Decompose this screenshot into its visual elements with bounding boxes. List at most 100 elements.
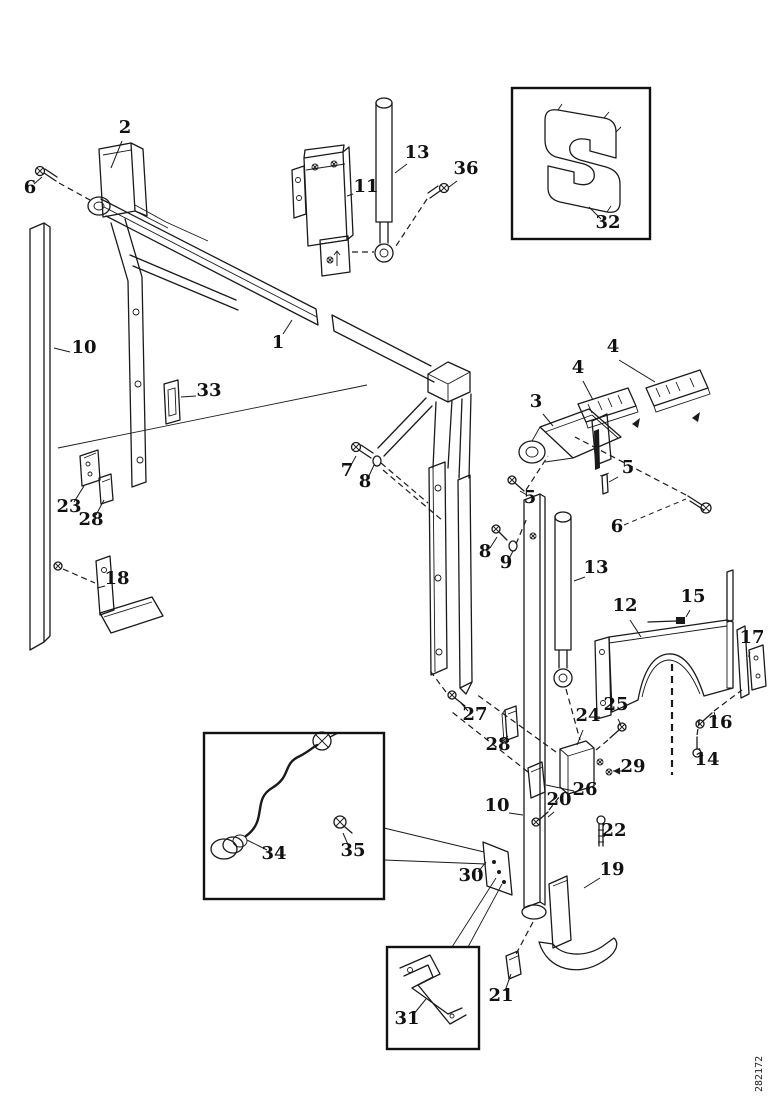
callout-24: 24 [575,705,600,726]
callout-36: 36 [453,158,478,179]
callout-12: 12 [612,595,637,616]
callout-25-leader [617,718,622,726]
callout-18: 18 [104,568,129,589]
callout-13: 13 [404,142,429,163]
callout-2: 2 [119,117,132,138]
callout-31-leader [412,998,427,1016]
callout-8-leader [489,536,498,549]
callout-14-leader [698,747,704,757]
callout-28-leader [502,735,509,742]
callout-11-leader [346,193,354,197]
callout-4-leader [582,380,594,401]
inset-box-strap-32 [510,86,652,241]
inset-box-bracket-31 [385,945,481,1051]
part-serrated-plate-near [577,387,640,429]
part-pivot-bracket-3 [518,408,622,470]
callout-31: 31 [394,1008,419,1029]
callout-7: 7 [341,460,354,481]
callout-8: 8 [359,471,372,492]
bolt-15 [647,617,685,624]
callout-9-leader [508,550,514,560]
callout-1-leader [282,319,293,335]
callout-13: 13 [583,557,608,578]
part-l-bracket-18 [53,555,164,634]
callouts-layer: 1234455667889101011121313141516171819202… [24,117,765,1029]
callout-34-leader [246,839,268,851]
inset-boxes-layer [202,86,652,1051]
part-bracket-17 [736,625,767,699]
callout-28: 28 [485,734,510,755]
callout-10: 10 [484,795,509,816]
callout-16: 16 [707,712,732,733]
part-foot-bracket-19 [538,875,618,971]
callout-35-leader [342,832,350,848]
callout-8-leader [367,464,375,479]
part-main-beam [100,198,435,383]
callout-24-leader [576,729,584,746]
callout-28: 28 [78,509,103,530]
inset-box-harness-34 [202,731,386,901]
callout-35: 35 [340,840,365,861]
part-serrated-plate-far [645,369,711,422]
callout-11: 11 [353,176,378,197]
part-box-11 [291,144,374,277]
callout-8: 8 [479,541,492,562]
bolt-27 [427,667,466,707]
callout-1: 1 [272,332,285,353]
part-bracket-28-right [501,705,519,743]
callout-20: 20 [546,789,571,810]
callout-26-leader [545,784,575,792]
callout-28-leader [95,499,105,516]
callout-6-leader [33,176,43,185]
part-plate-28-left [98,473,114,505]
callout-19: 19 [599,859,624,880]
callout-27-leader [460,702,469,712]
callout-27: 27 [462,704,487,725]
callout-14: 14 [694,749,719,770]
locating-line-left [57,384,368,449]
bolt-16 [695,689,743,729]
callout-20-leader [547,811,555,818]
callout-33-leader [180,395,197,398]
callout-4-leader [618,359,656,383]
callout-13-leader [394,163,408,174]
callout-16-leader [713,711,717,720]
part-left-post [29,222,51,651]
part-z-bracket-31 [399,877,503,1025]
callout-9: 9 [500,552,513,573]
part-gas-strut-right [553,511,581,741]
callout-10-leader [508,812,524,816]
callout-6: 6 [611,516,624,537]
callout-4: 4 [607,336,620,357]
callout-7-leader [349,455,357,468]
part-plate-26 [527,761,546,799]
callout-29: 29 [620,756,645,777]
part-center-post [514,493,547,957]
callout-5-leader [608,476,619,483]
part-apex-frame [377,361,472,479]
bolt-6-left [34,165,91,201]
callout-6-leader [623,498,687,526]
bolt-8-washer-9 [491,517,528,552]
callout-34: 34 [261,843,286,864]
bolt-7-washer-8 [350,441,444,522]
callout-33: 33 [196,380,221,401]
part-panel-12 [594,569,734,775]
callout-15: 15 [680,586,705,607]
bolt-22 [596,815,606,847]
callout-6: 6 [24,177,37,198]
callout-4: 4 [572,357,585,378]
part-bracket-23 [79,449,101,487]
callout-2-leader [110,140,123,169]
callout-18-leader [96,585,106,589]
callout-10-leader [53,347,71,353]
callout-3-leader [542,413,554,427]
callout-5-leader [519,490,528,496]
callout-21: 21 [488,985,513,1006]
callout-30-leader [477,861,487,873]
part-post-front [428,461,448,676]
callout-32: 32 [595,212,620,233]
pin-5-right [599,472,610,495]
